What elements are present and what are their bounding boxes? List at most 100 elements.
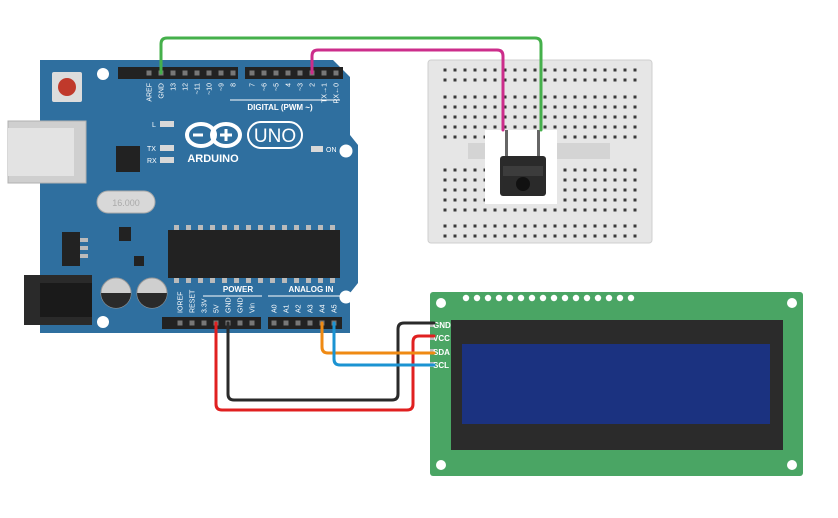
- breadboard-hole[interactable]: [573, 168, 577, 172]
- power-pin[interactable]: [177, 320, 183, 326]
- breadboard-hole[interactable]: [573, 105, 577, 109]
- breadboard-hole[interactable]: [633, 68, 637, 72]
- breadboard-hole[interactable]: [603, 125, 607, 129]
- breadboard-hole[interactable]: [463, 188, 467, 192]
- breadboard-hole[interactable]: [443, 178, 447, 182]
- breadboard-hole[interactable]: [453, 68, 457, 72]
- header-pin[interactable]: [333, 70, 339, 76]
- breadboard-hole[interactable]: [453, 105, 457, 109]
- breadboard-hole[interactable]: [613, 68, 617, 72]
- breadboard-hole[interactable]: [483, 115, 487, 119]
- breadboard-hole[interactable]: [623, 224, 627, 228]
- breadboard-hole[interactable]: [563, 135, 567, 139]
- breadboard-hole[interactable]: [563, 78, 567, 82]
- breadboard-hole[interactable]: [593, 105, 597, 109]
- breadboard-hole[interactable]: [453, 224, 457, 228]
- breadboard-hole[interactable]: [583, 105, 587, 109]
- breadboard-hole[interactable]: [543, 95, 547, 99]
- breadboard-hole[interactable]: [613, 105, 617, 109]
- breadboard-hole[interactable]: [593, 125, 597, 129]
- breadboard-hole[interactable]: [623, 78, 627, 82]
- breadboard-hole[interactable]: [563, 115, 567, 119]
- header-pin[interactable]: [218, 70, 224, 76]
- breadboard-hole[interactable]: [563, 125, 567, 129]
- breadboard-hole[interactable]: [623, 115, 627, 119]
- breadboard-hole[interactable]: [593, 198, 597, 202]
- breadboard-hole[interactable]: [633, 115, 637, 119]
- breadboard-hole[interactable]: [573, 125, 577, 129]
- breadboard-hole[interactable]: [453, 208, 457, 212]
- breadboard-hole[interactable]: [583, 188, 587, 192]
- breadboard-hole[interactable]: [533, 208, 537, 212]
- breadboard-hole[interactable]: [523, 224, 527, 228]
- breadboard-hole[interactable]: [453, 115, 457, 119]
- breadboard-hole[interactable]: [623, 135, 627, 139]
- breadboard-hole[interactable]: [543, 68, 547, 72]
- breadboard-hole[interactable]: [463, 168, 467, 172]
- breadboard-hole[interactable]: [443, 208, 447, 212]
- breadboard-hole[interactable]: [533, 224, 537, 228]
- breadboard-hole[interactable]: [443, 234, 447, 238]
- breadboard-hole[interactable]: [623, 178, 627, 182]
- reset-button[interactable]: [52, 72, 82, 102]
- breadboard-hole[interactable]: [473, 135, 477, 139]
- breadboard-hole[interactable]: [473, 168, 477, 172]
- wire-red-5v[interactable]: [214, 321, 436, 412]
- breadboard-hole[interactable]: [623, 168, 627, 172]
- breadboard-hole[interactable]: [533, 105, 537, 109]
- breadboard-hole[interactable]: [623, 208, 627, 212]
- breadboard-hole[interactable]: [493, 234, 497, 238]
- breadboard-hole[interactable]: [603, 188, 607, 192]
- breadboard-hole[interactable]: [583, 208, 587, 212]
- breadboard-hole[interactable]: [503, 224, 507, 228]
- breadboard-hole[interactable]: [523, 78, 527, 82]
- breadboard-hole[interactable]: [563, 95, 567, 99]
- breadboard-hole[interactable]: [633, 78, 637, 82]
- breadboard-hole[interactable]: [523, 95, 527, 99]
- breadboard-hole[interactable]: [533, 68, 537, 72]
- breadboard-hole[interactable]: [523, 208, 527, 212]
- breadboard-hole[interactable]: [523, 68, 527, 72]
- breadboard-hole[interactable]: [493, 208, 497, 212]
- breadboard-hole[interactable]: [443, 95, 447, 99]
- breadboard-hole[interactable]: [593, 115, 597, 119]
- breadboard-hole[interactable]: [633, 178, 637, 182]
- breadboard-hole[interactable]: [633, 135, 637, 139]
- pushbutton[interactable]: [485, 130, 557, 204]
- breadboard-hole[interactable]: [573, 208, 577, 212]
- digital-header[interactable]: [118, 67, 343, 79]
- breadboard-hole[interactable]: [603, 105, 607, 109]
- breadboard-hole[interactable]: [513, 208, 517, 212]
- breadboard-hole[interactable]: [573, 68, 577, 72]
- breadboard-hole[interactable]: [463, 125, 467, 129]
- header-pin[interactable]: [285, 70, 291, 76]
- lcd-module[interactable]: [430, 292, 803, 476]
- breadboard-hole[interactable]: [493, 125, 497, 129]
- analog-pin[interactable]: [307, 320, 313, 326]
- breadboard-hole[interactable]: [563, 208, 567, 212]
- breadboard-hole[interactable]: [473, 208, 477, 212]
- breadboard-hole[interactable]: [473, 188, 477, 192]
- breadboard-hole[interactable]: [603, 115, 607, 119]
- breadboard-hole[interactable]: [573, 135, 577, 139]
- breadboard-hole[interactable]: [593, 208, 597, 212]
- breadboard-hole[interactable]: [603, 78, 607, 82]
- breadboard-hole[interactable]: [593, 168, 597, 172]
- breadboard-hole[interactable]: [443, 168, 447, 172]
- breadboard-hole[interactable]: [533, 115, 537, 119]
- breadboard-hole[interactable]: [583, 78, 587, 82]
- breadboard-hole[interactable]: [563, 168, 567, 172]
- breadboard-hole[interactable]: [483, 68, 487, 72]
- analog-pin[interactable]: [283, 320, 289, 326]
- breadboard-hole[interactable]: [543, 208, 547, 212]
- breadboard-hole[interactable]: [563, 224, 567, 228]
- breadboard-hole[interactable]: [583, 135, 587, 139]
- breadboard-hole[interactable]: [463, 178, 467, 182]
- breadboard-hole[interactable]: [583, 168, 587, 172]
- header-pin[interactable]: [297, 70, 303, 76]
- breadboard-hole[interactable]: [583, 224, 587, 228]
- breadboard-hole[interactable]: [473, 95, 477, 99]
- breadboard-hole[interactable]: [483, 125, 487, 129]
- breadboard-hole[interactable]: [523, 234, 527, 238]
- breadboard-hole[interactable]: [593, 188, 597, 192]
